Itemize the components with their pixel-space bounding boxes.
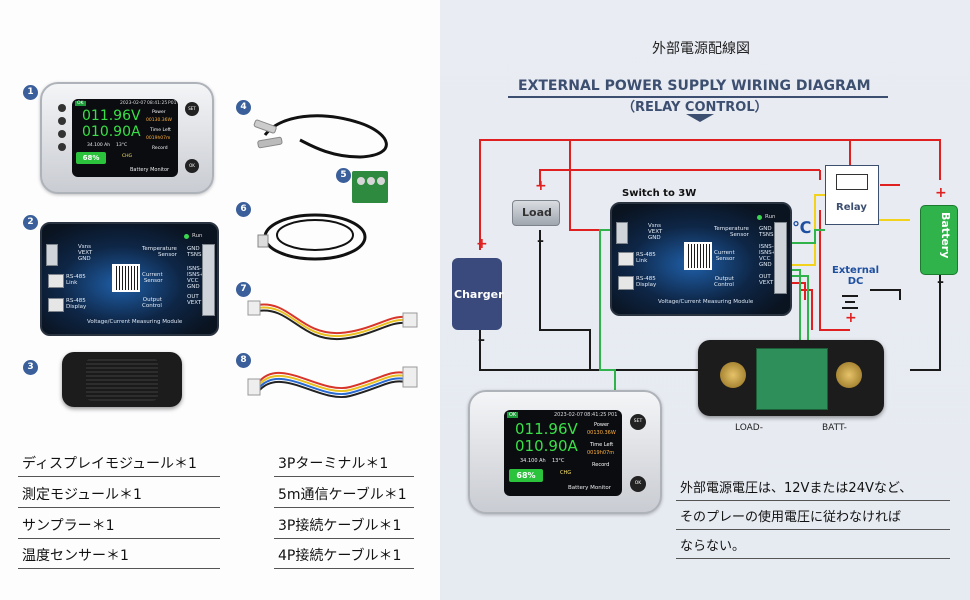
contents-item: サンプラー＊1 [22,518,115,534]
contents-item: 4P接続ケーブル＊1 [278,548,402,564]
diagram-display-screen: OK 2023-02-07 08:41:25 P01 011.96V 010.9… [504,410,622,496]
note-line: そのプレーの使用電圧に従わなければ [680,510,902,525]
shunt-board [756,348,828,410]
run-led-icon [757,215,762,220]
contents-panel: 1 2 3 4 5 6 7 8 OK 2023-02-07 08:41:25 P… [0,0,440,600]
cable-3p-icon [247,300,418,341]
measuring-module: Run Vsns VEXT GND RS-485 Link RS-485 Dis… [40,222,219,336]
run-led-icon [184,234,189,239]
display-screen: OK 2023-02-07 08:41:25 P01 011.96V 010.9… [72,99,178,177]
load-minus-label: LOAD- [735,423,763,433]
contents-item: 3P接続ケーブル＊1 [278,518,402,534]
heading-sub: （RELAY CONTROL） [622,100,768,115]
sampler-unit [62,352,182,407]
heading-en: EXTERNAL POWER SUPPLY WIRING DIAGRAM [518,78,871,94]
terminal-3p-icon [352,171,388,203]
rj45-port-icon [48,274,64,288]
display-module: OK 2023-02-07 08:41:25 P01 011.96V 010.9… [40,82,214,194]
voltage-readout: 011.96V [82,108,141,124]
cable-4p-icon [247,366,418,399]
charger-minus: – [478,332,485,348]
ok-button[interactable]: OK [630,476,646,492]
set-button[interactable]: SET [185,102,199,116]
diagram-display-module: OK 2023-02-07 08:41:25 P01 011.96V 010.9… [468,390,662,514]
ok-button[interactable]: OK [185,159,199,173]
rj45-port-icon [48,298,64,312]
battery-level-bar: 68% [76,152,106,164]
qr-code [112,264,140,292]
contents-item: 3Pターミナル＊1 [278,456,389,472]
load-terminal-icon [720,362,746,388]
set-button[interactable]: SET [630,414,646,430]
relay-block: Relay [825,165,879,225]
diagram-measuring-module: Run Vsns VEXT GND RS-485 Link RS-485 Dis… [610,202,792,316]
load-minus-mark: – [537,233,544,249]
celsius-label: ℃ [792,218,812,237]
contents-item: 5m通信ケーブル＊1 [278,487,407,503]
side-button-icon[interactable] [58,104,66,112]
terminal-block [202,244,215,316]
item-number-3: 3 [23,360,38,375]
item-number-4: 4 [236,100,251,115]
battery-minus: – [937,274,944,290]
contents-item: 測定モジュール＊1 [22,487,142,503]
item-number-8: 8 [236,353,251,368]
charger-plus: + [476,236,488,252]
relay-switch-icon [836,174,868,190]
communication-cable-icon [257,213,367,261]
rj45-port-icon [618,276,634,290]
note-line: ならない。 [680,539,746,554]
qr-code [684,242,712,270]
switch-note: Switch to 3W [622,188,697,199]
batt-minus-label: BATT- [822,423,847,433]
battery-plus: + [935,185,947,201]
wiring-diagram-panel: 外部電源配線図 EXTERNAL POWER SUPPLY WIRING DIA… [440,0,970,600]
rj45-port-icon [618,252,634,266]
item-number-1: 1 [23,85,38,100]
terminal-block [616,222,628,244]
accessories-illustration [247,114,418,399]
arrow-down-icon [686,114,714,122]
batt-terminal-icon [836,362,862,388]
contents-item: ディスプレイモジュール＊1 [22,456,197,472]
side-button-icon[interactable] [58,143,66,151]
extdc-plus: + [845,310,857,326]
temperature-sensor-icon [253,114,388,159]
charger-block: Charger [452,258,504,330]
side-button-icon[interactable] [58,117,66,125]
note-line: 外部電源電圧は、12Vまたは24Vなど、 [680,481,913,496]
current-readout: 010.90A [82,124,141,140]
diagram-shunt [698,340,884,416]
contents-item: 温度センサー＊1 [22,548,129,564]
item-number-7: 7 [236,282,251,297]
item-number-2: 2 [23,215,38,230]
terminal-block [46,244,58,266]
battery-block: Battery [920,205,958,275]
terminal-block [774,222,787,294]
item-number-6: 6 [236,202,251,217]
external-dc-label: External DC [832,265,880,287]
load-block: Load [512,200,560,226]
load-plus: + [535,178,547,194]
item-number-5: 5 [336,168,351,183]
heading-jp: 外部電源配線図 [652,41,750,57]
side-button-icon[interactable] [58,130,66,138]
